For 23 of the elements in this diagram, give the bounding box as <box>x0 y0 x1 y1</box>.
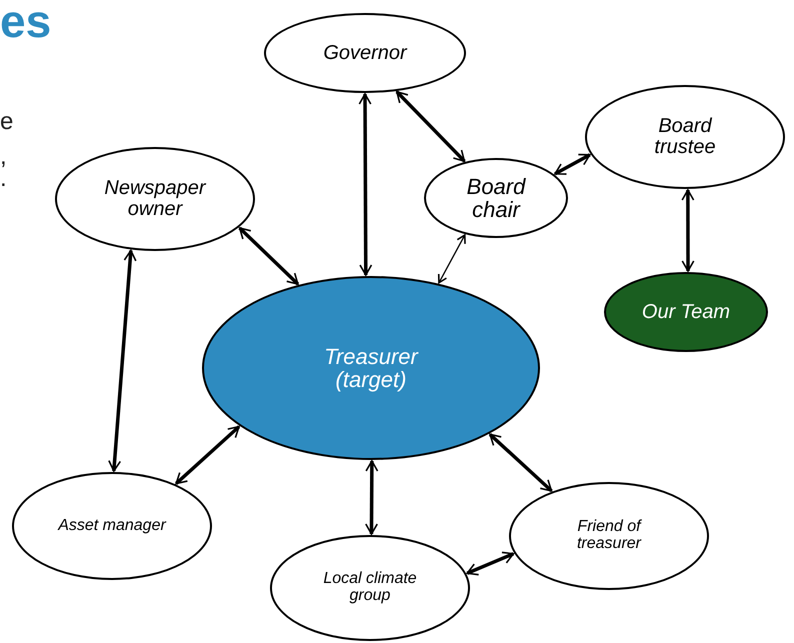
double-arrow <box>238 226 300 286</box>
node-label: Friend of treasurer <box>576 519 643 553</box>
node-label: Asset manager <box>58 518 166 534</box>
title: es <box>0 0 52 48</box>
node-label: Newspaper owner <box>103 178 208 220</box>
node-label: Board chair <box>466 174 527 222</box>
double-arrow <box>365 460 378 535</box>
double-arrow <box>466 552 514 576</box>
double-arrow <box>681 189 694 272</box>
node-label: Governor <box>323 42 407 64</box>
node-label: Board trustee <box>653 116 717 158</box>
node-label: Local climate group <box>322 571 418 605</box>
text-fragment: , <box>0 143 7 171</box>
double-arrow <box>438 234 466 284</box>
node-label: Treasurer (target) <box>323 344 420 392</box>
text-fragment: e <box>0 108 14 136</box>
double-arrow <box>554 153 591 176</box>
double-arrow <box>358 93 372 276</box>
double-arrow <box>488 433 553 492</box>
double-arrow <box>174 425 240 485</box>
node-label: Our Team <box>642 302 730 322</box>
double-arrow <box>108 250 137 472</box>
double-arrow <box>396 90 466 162</box>
